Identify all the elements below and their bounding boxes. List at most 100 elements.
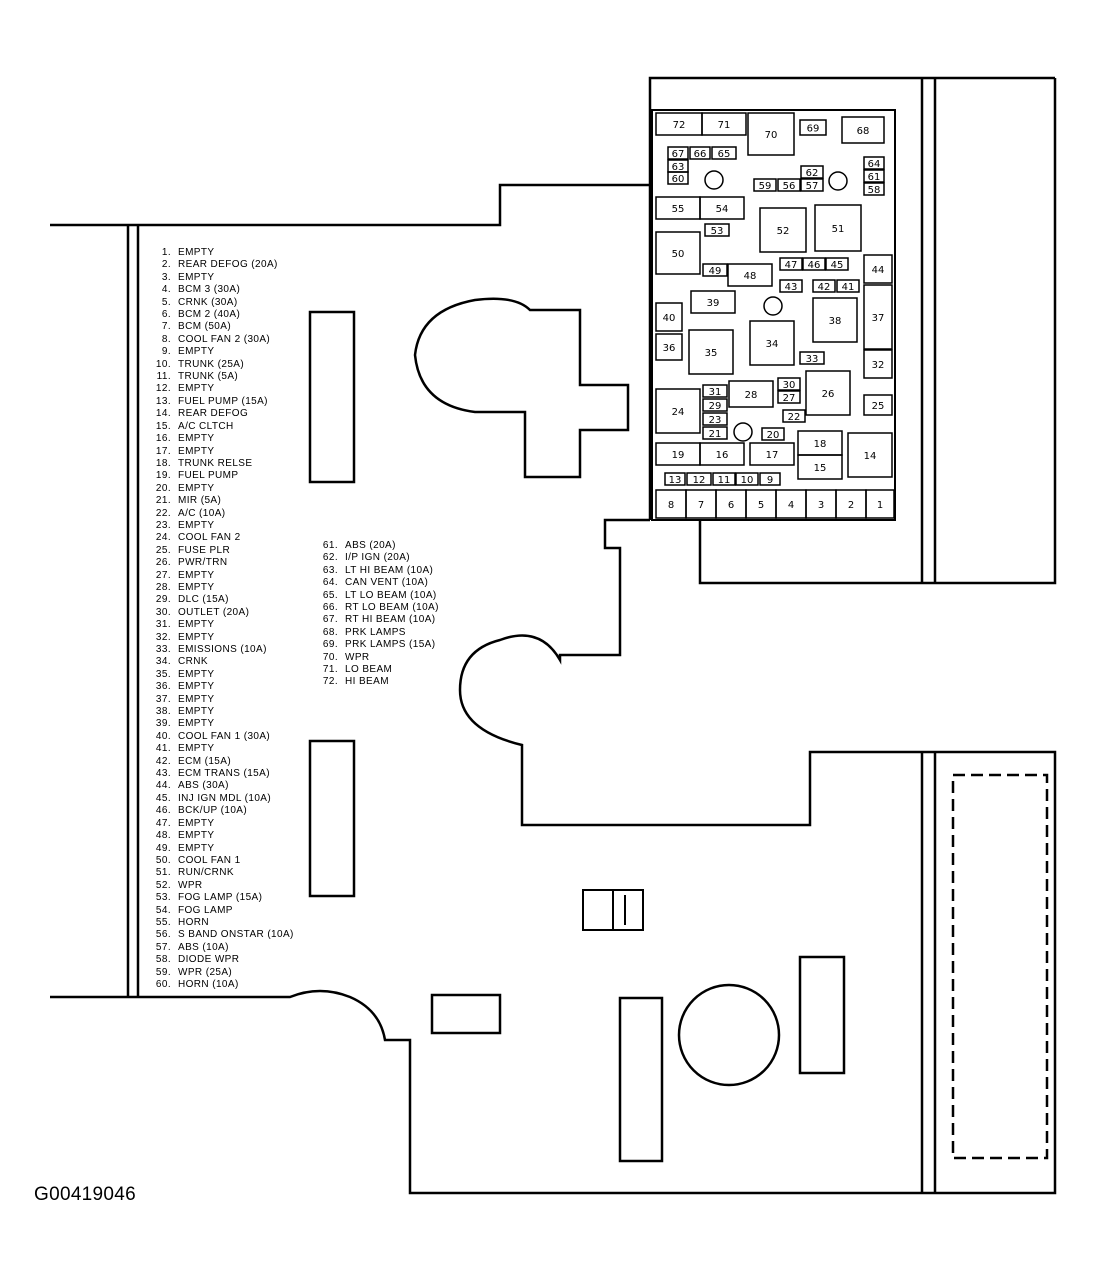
legend-item: 71.LO BEAM: [312, 664, 439, 676]
fuse-box: [702, 412, 728, 426]
fuse-box: [699, 442, 745, 466]
legend-label: EMISSIONS (10A): [178, 644, 267, 655]
fuse-number: 51: [832, 224, 845, 235]
fuse-box: [863, 349, 893, 379]
fuse-72: 72: [655, 112, 703, 136]
legend-item: 17.EMPTY: [145, 446, 294, 458]
legend-item: 43.ECM TRANS (15A): [145, 768, 294, 780]
legend-item: 19.FUEL PUMP: [145, 470, 294, 482]
fuse-21: 21: [702, 426, 728, 440]
legend-number: 42.: [155, 755, 171, 767]
legend-number: 66.: [322, 602, 338, 614]
legend-item: 13.FUEL PUMP (15A): [145, 396, 294, 408]
fuse-box: [841, 116, 885, 144]
legend-number: 1.: [161, 247, 171, 258]
fuse-number: 63: [672, 162, 685, 173]
legend-number: 64.: [322, 577, 338, 589]
legend-number: 58.: [155, 954, 171, 966]
fuse-box: [688, 329, 734, 375]
fuse-number: 31: [709, 387, 722, 398]
legend-number: 46.: [155, 805, 171, 817]
fuse-5: 5: [745, 489, 777, 519]
fuse-14: 14: [847, 432, 893, 478]
legend-item: 65.LT LO BEAM (10A): [312, 590, 439, 602]
legend-label: REAR DEFOG: [178, 408, 249, 420]
fuse-11: 11: [712, 472, 736, 486]
panel-hole-1: [704, 170, 724, 190]
fuse-box: [655, 231, 701, 275]
fuse-box: [825, 257, 849, 271]
fuse-52: 52: [759, 207, 807, 253]
fuse-20: 20: [761, 427, 785, 441]
legend-label: EMPTY: [178, 817, 215, 829]
legend-item: 26.PWR/TRN: [145, 557, 294, 569]
legend-item: 11.TRUNK (5A): [145, 371, 294, 383]
legend-number: 19.: [155, 470, 171, 482]
legend-label: EMPTY: [178, 631, 215, 643]
fuse-box: [863, 284, 893, 350]
fuse-56: 56: [777, 178, 801, 192]
fuse-number: 48: [744, 271, 757, 282]
legend-item: 64.CAN VENT (10A): [312, 577, 439, 589]
fuse-3: 3: [805, 489, 837, 519]
legend-label: RUN/CRNK: [178, 867, 234, 879]
fuse-number: 60: [672, 174, 685, 185]
fuse-number: 7: [698, 500, 704, 511]
legend-label: COOL FAN 1 (30A): [178, 730, 271, 742]
legend-number: 48.: [155, 830, 171, 842]
housing-outline: [50, 76, 1057, 585]
legend-label: EMPTY: [178, 619, 215, 631]
fuse-panel: [651, 109, 896, 521]
fuse-box: [863, 156, 885, 170]
fuse-29: 29: [702, 398, 728, 412]
legend-label: RT LO BEAM (10A): [345, 602, 439, 614]
fuse-number: 6: [728, 500, 734, 511]
legend-number: 41.: [155, 743, 171, 755]
legend-label: MIR (5A): [178, 495, 222, 507]
fuse-number: 33: [806, 354, 819, 365]
legend-item: 49.EMPTY: [145, 843, 294, 855]
legend-number: 63.: [322, 564, 338, 576]
legend-item: 32.EMPTY: [145, 632, 294, 644]
fuse-number: 17: [766, 450, 779, 461]
legend-number: 14.: [155, 408, 171, 420]
fuse-box: [777, 178, 801, 192]
legend-item: 68.PRK LAMPS: [312, 627, 439, 639]
fuse-number: 16: [716, 450, 729, 461]
legend-label: PWR/TRN: [178, 557, 228, 569]
fuse-number: 37: [872, 313, 885, 324]
fuse-number: 34: [766, 339, 779, 350]
legend-label: COOL FAN 2: [178, 532, 241, 544]
legend-number: 70.: [322, 651, 338, 663]
fuse-47: 47: [779, 257, 803, 271]
fuse-43: 43: [779, 279, 803, 293]
legend-number: 33.: [155, 644, 171, 655]
legend-label: LO BEAM: [345, 664, 393, 676]
fuse-50: 50: [655, 231, 701, 275]
fuse-box: [865, 489, 895, 519]
legend-number: 50.: [155, 854, 171, 866]
legend-number: 40.: [155, 730, 171, 742]
legend-number: 54.: [155, 904, 171, 916]
legend-number: 27.: [155, 569, 171, 581]
legend-label: EMPTY: [178, 668, 215, 680]
fuse-number: 1: [877, 500, 883, 511]
fuse-number: 15: [814, 463, 827, 474]
legend-item: 7.BCM (50A): [145, 321, 294, 333]
fuse-9: 9: [759, 472, 781, 486]
fuse-number: 44: [872, 265, 885, 276]
legend-number: 56.: [155, 929, 171, 941]
round-port: [677, 983, 781, 1087]
legend-item: 47.EMPTY: [145, 818, 294, 830]
fuse-box: [667, 146, 689, 160]
fuse-42: 42: [812, 279, 836, 293]
legend-label: CRNK (30A): [178, 296, 238, 308]
panel-hole-4: [733, 422, 753, 442]
fuse-box: [686, 472, 712, 486]
legend-label: EMPTY: [178, 718, 215, 730]
legend-label: COOL FAN 1: [178, 854, 241, 866]
fuse-number: 55: [672, 204, 685, 215]
legend-number: 28.: [155, 581, 171, 593]
fuse-number: 46: [808, 260, 821, 271]
book-icon: [582, 889, 644, 931]
